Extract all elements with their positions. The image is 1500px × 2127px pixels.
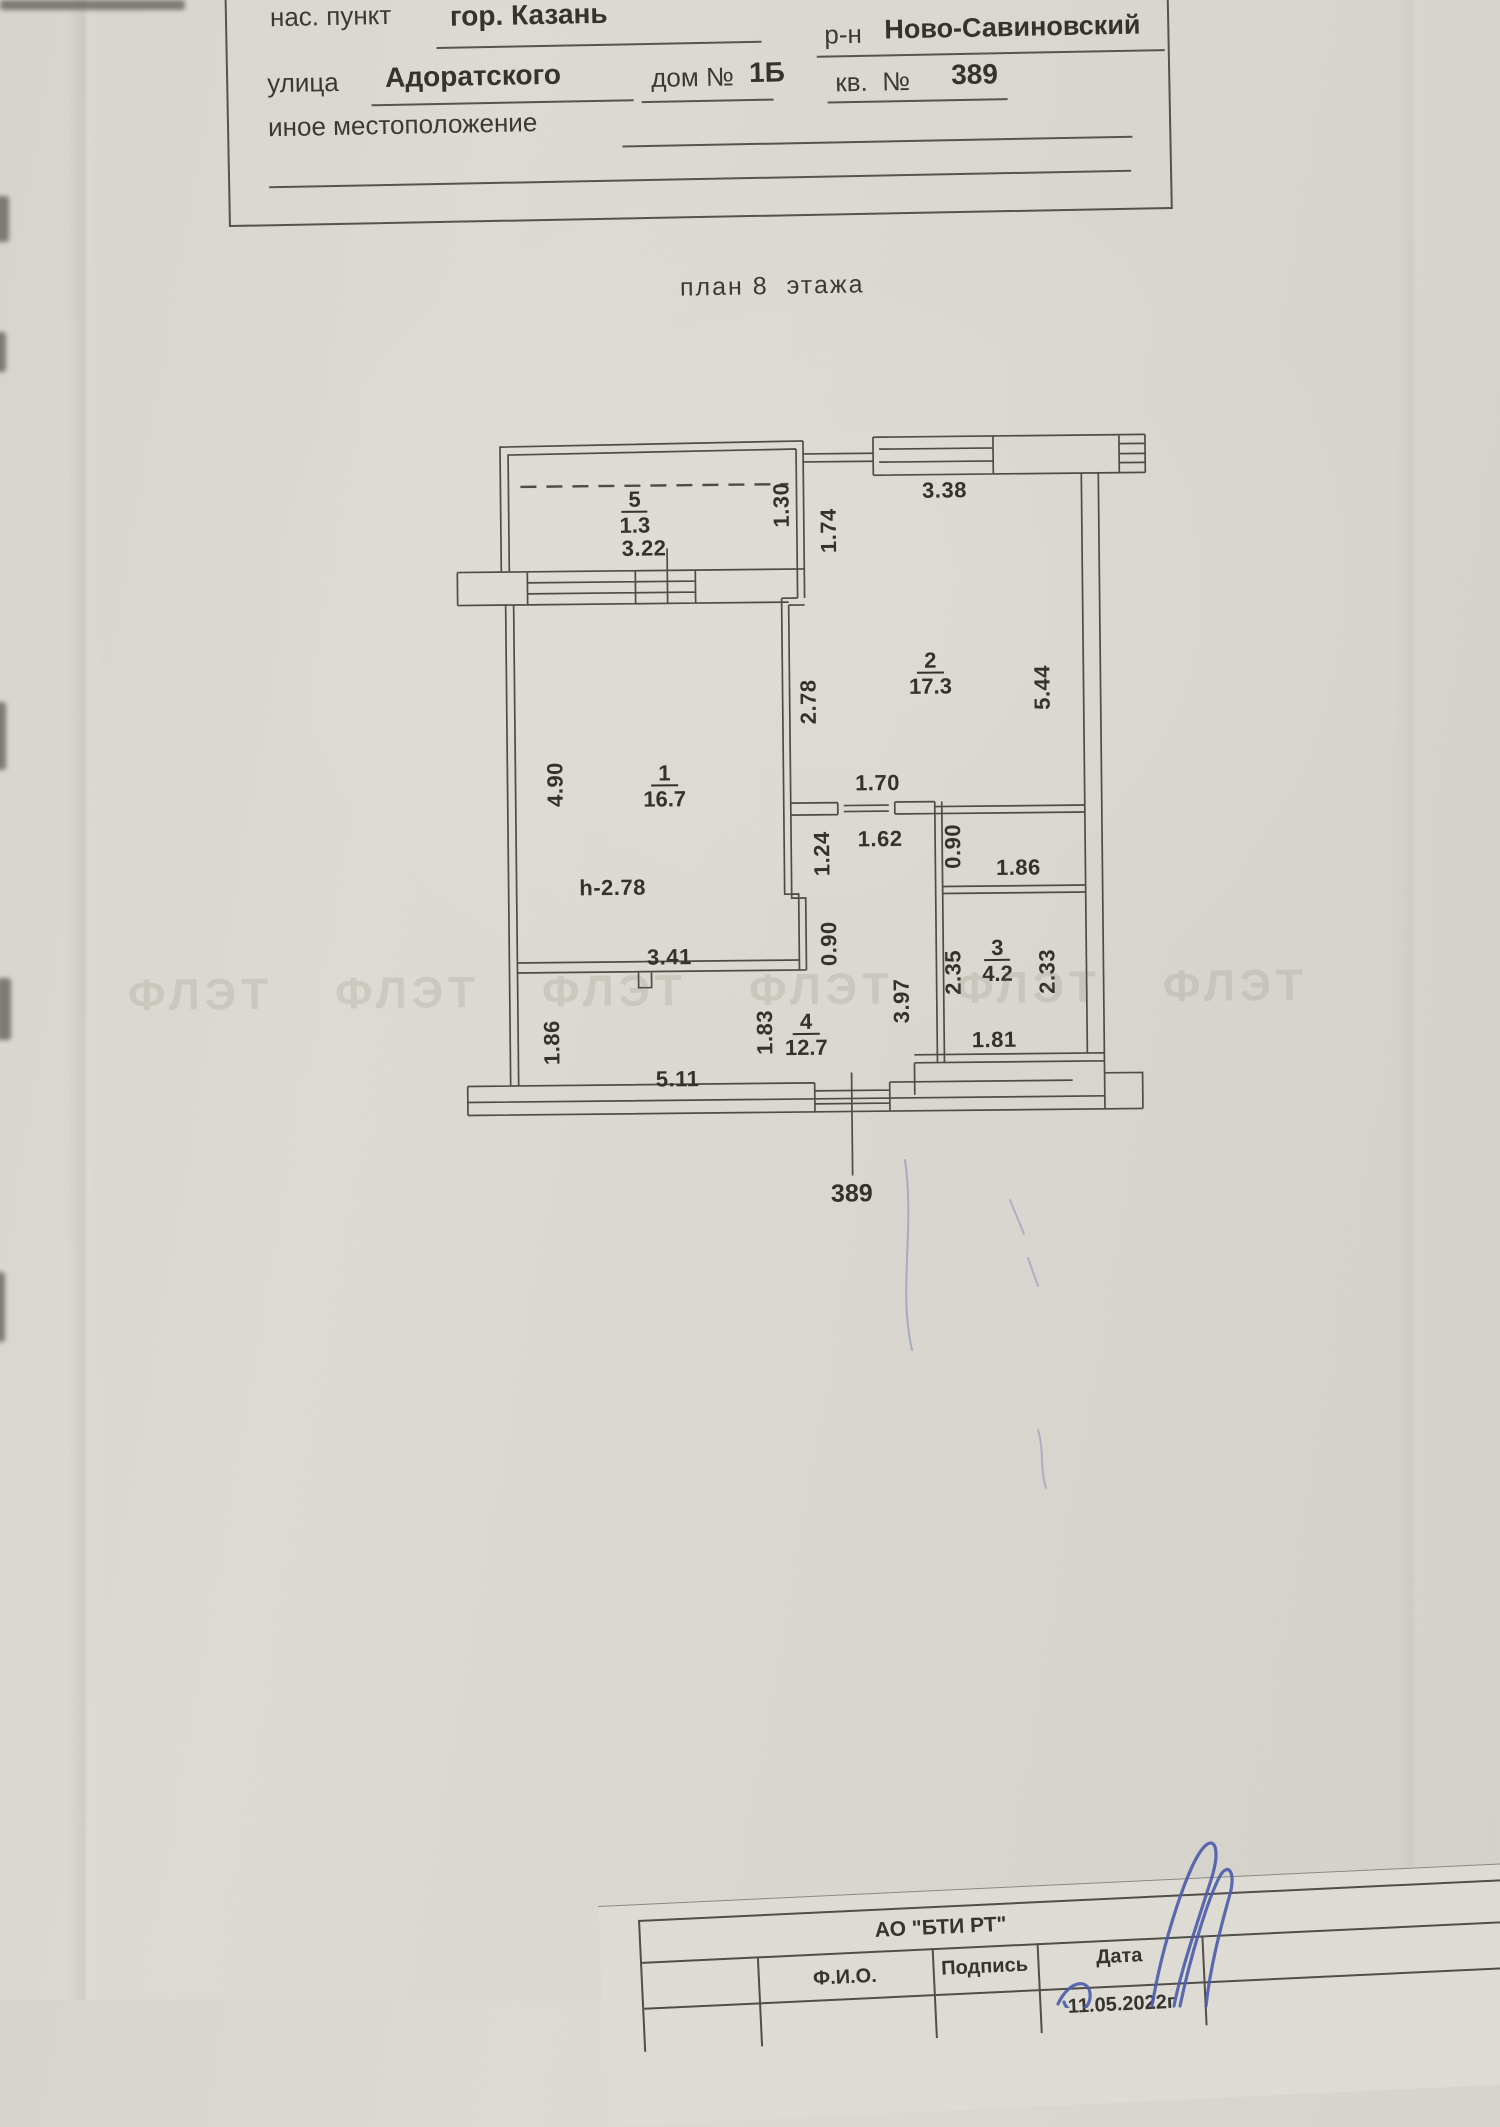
- watermark-text: ФЛЭТ: [1162, 960, 1309, 1012]
- dimension-label: 1.86: [995, 854, 1041, 880]
- floor-plan: h-2.78 389 3.22 1.30 1.74 3.38 5.44 2.78 4.90 1…: [436, 424, 1164, 1231]
- apartment-value: 389: [950, 58, 999, 91]
- plan-title: план 8 этажа: [679, 270, 865, 302]
- address-form: нас. пункт гор. Казань р-н Ново-Савиновс…: [0, 0, 1500, 313]
- dimension-label: 1.30: [768, 482, 794, 528]
- footer-col-date: Дата: [1095, 1944, 1143, 1969]
- settlement-label: нас. пункт: [269, 0, 392, 33]
- floor-plan-walls: [456, 433, 1147, 1176]
- ceiling-height-note: h-2.78: [579, 874, 647, 901]
- watermark-text: ФЛЭТ: [127, 969, 274, 1021]
- settlement-value: гор. Казань: [449, 0, 608, 32]
- dimension-label: 3.97: [888, 978, 915, 1024]
- apartment-label: кв. №: [835, 65, 911, 98]
- dimension-label: 1.86: [538, 1020, 565, 1066]
- dimension-label: 3.41: [646, 944, 692, 970]
- district-label: р-н: [824, 18, 863, 50]
- dimension-label: 5.44: [1029, 664, 1055, 711]
- footer-col-signature: Подпись: [940, 1953, 1029, 1980]
- street-label: улица: [266, 66, 339, 99]
- plan-labels: h-2.78 389 3.22 1.30 1.74 3.38 5.44 2.78 4.90 1…: [436, 424, 1164, 1231]
- dimension-label: 5.11: [655, 1066, 700, 1092]
- house-label: дом №: [650, 61, 735, 93]
- dimension-label: 2.35: [940, 949, 966, 995]
- dimension-label: 3.22: [621, 535, 667, 561]
- street-value: Адоратского: [384, 58, 562, 94]
- dimension-label: 4.90: [542, 762, 568, 808]
- dimension-label: 1.62: [857, 825, 903, 852]
- dimension-label: 1.70: [854, 769, 901, 796]
- footer-col-fio: Ф.И.О.: [812, 1964, 878, 1990]
- paper-crease: [1396, 0, 1430, 2000]
- dimension-label: 1.24: [809, 831, 835, 877]
- dimension-label: 1.74: [815, 508, 842, 554]
- dimension-label: 0.90: [815, 921, 842, 967]
- dimension-label: 0.90: [939, 823, 966, 869]
- other-location-label: иное местоположение: [267, 107, 538, 143]
- dimension-label: 2.33: [1034, 948, 1060, 994]
- dimension-label: 1.83: [751, 1009, 778, 1055]
- house-value: 1Б: [748, 56, 786, 89]
- paper-crease: [68, 0, 102, 2000]
- footer-date-value: 11.05.2022г: [1067, 1990, 1176, 2018]
- dimension-label: 2.78: [795, 679, 821, 725]
- dimension-label: 1.81: [971, 1026, 1017, 1053]
- apartment-number-label: 389: [830, 1179, 873, 1208]
- district-value: Ново-Савиновский: [884, 9, 1141, 45]
- dimension-label: 3.38: [921, 477, 968, 503]
